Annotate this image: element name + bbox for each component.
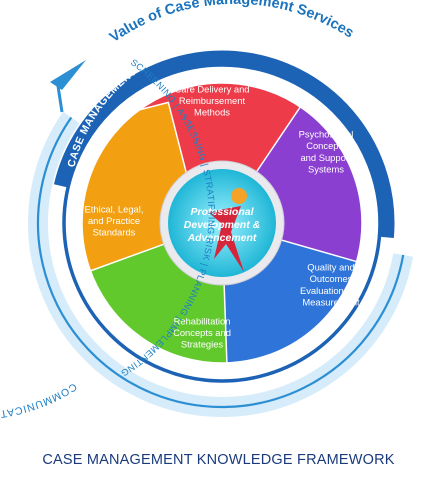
segment-ethical-legal-label-line: and Practice: [88, 215, 140, 226]
segment-psychosocial-label-line: Concepts: [306, 140, 346, 151]
diagram-title: Value of Case Management Services: [107, 0, 357, 46]
center-label-line: Professional: [190, 206, 254, 218]
footer-caption: CASE MANAGEMENT KNOWLEDGE FRAMEWORK: [42, 452, 395, 468]
process-step: | TRANSITIONING (TRANSITIONAL CARE): [0, 0, 4, 2]
segment-care-delivery-label-line: Care Delivery and: [174, 83, 249, 94]
segment-rehabilitation-label-line: Concepts and: [173, 327, 231, 338]
segment-care-delivery-label-line: Reimbursement: [179, 95, 246, 106]
segment-quality-outcomes-label-line: Measurement: [302, 296, 360, 307]
segment-psychosocial-label-line: and Support: [300, 152, 351, 163]
segment-psychosocial-label-line: Systems: [308, 163, 344, 174]
segment-rehabilitation-label-line: Rehabilitation: [174, 315, 231, 326]
process-arrow-icon: [50, 60, 86, 90]
center-label-line: Development &: [184, 219, 260, 231]
segment-ethical-legal-label-line: Standards: [93, 227, 136, 238]
segment-rehabilitation-label-line: Strategies: [181, 339, 224, 350]
segment-psychosocial-label-line: Psychosocial: [299, 129, 354, 140]
diagram-title-text: Value of Case Management Services: [107, 0, 357, 46]
center-label-line: Advancement: [187, 232, 257, 244]
segment-quality-outcomes-label-line: Evaluation and: [300, 285, 362, 296]
segment-quality-outcomes-label-line: Quality and: [307, 262, 354, 273]
segment-care-delivery-label-line: Methods: [194, 107, 230, 118]
segment-ethical-legal-label-line: Ethical, Legal,: [85, 203, 144, 214]
process-outer-ring: [28, 60, 414, 417]
process-step: | FOLLOWING-UP: [0, 0, 5, 2]
segment-quality-outcomes-label-line: Outcomes: [310, 273, 353, 284]
person-figure-icon: [208, 188, 247, 272]
process-step: COMMUNICATING POST TRANSITION: [0, 380, 79, 422]
